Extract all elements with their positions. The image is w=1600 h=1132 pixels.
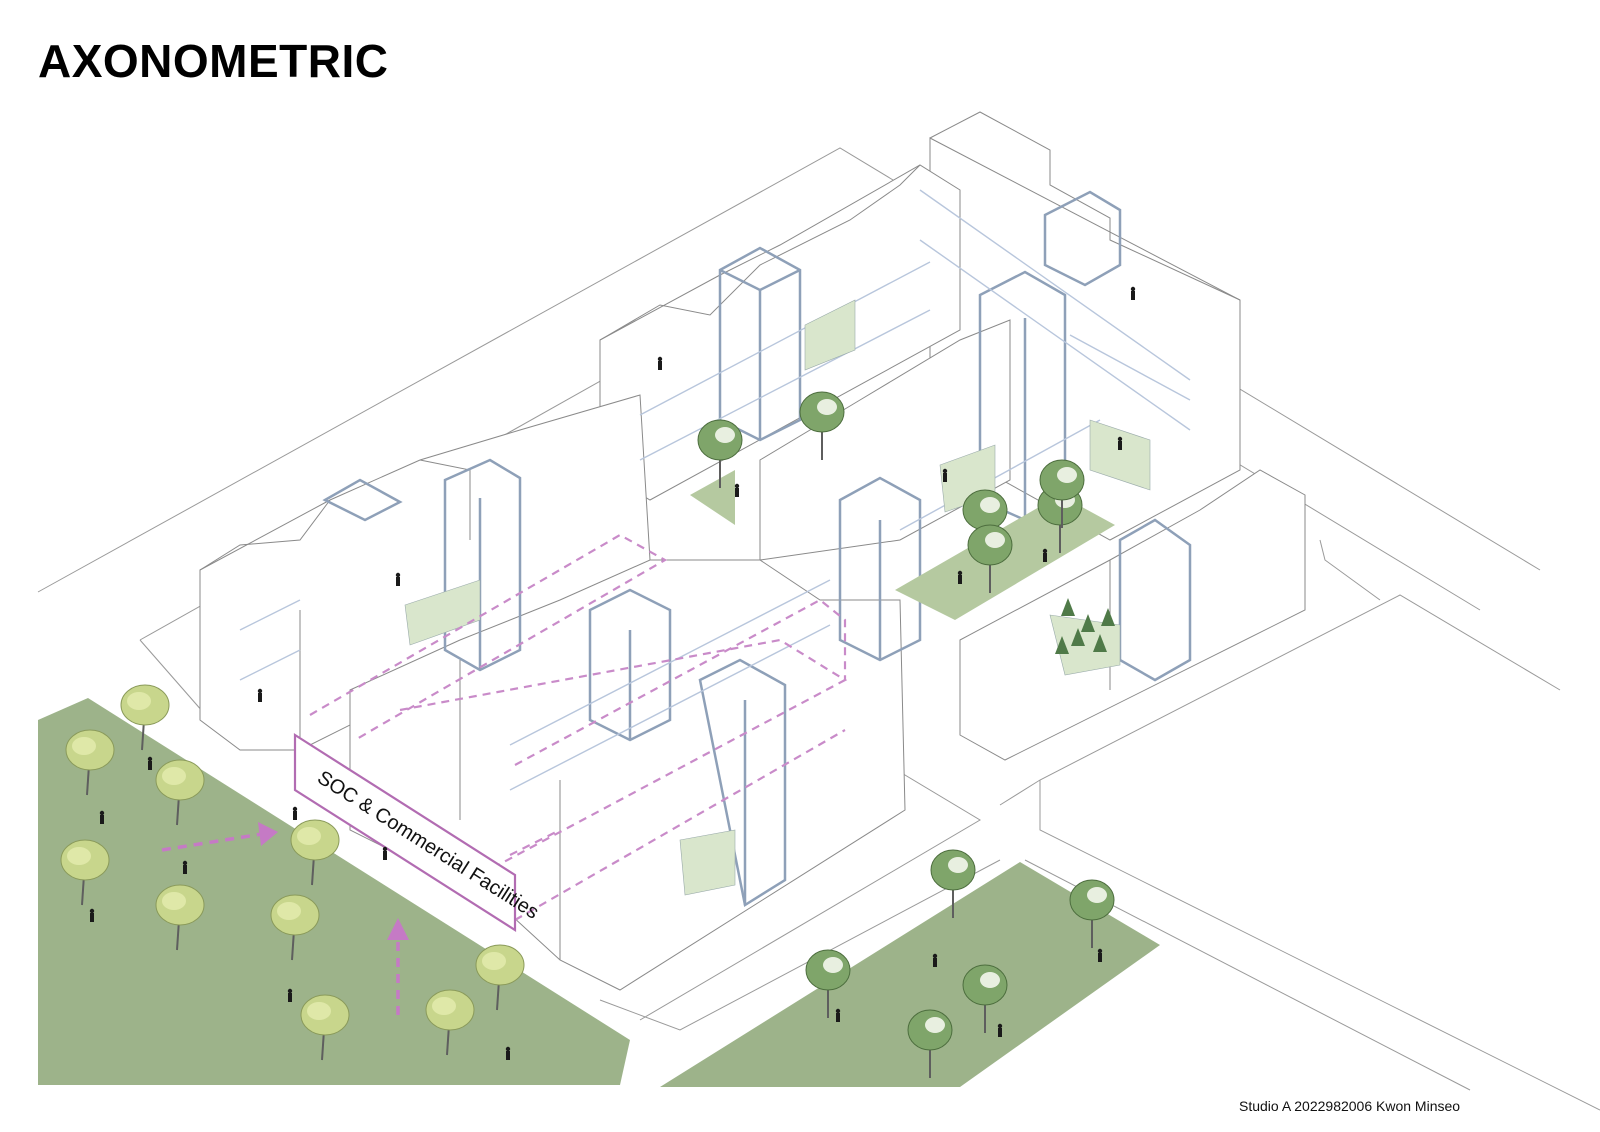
- park-lawn-right: [660, 862, 1160, 1087]
- person-figure: [997, 1023, 1003, 1037]
- person-figure: [1117, 436, 1123, 450]
- person-figure: [734, 483, 740, 497]
- park-tree: [155, 759, 205, 826]
- person-figure: [957, 570, 963, 584]
- credit-text: Studio A 2022982006 Kwon Minseo: [1239, 1098, 1461, 1114]
- pine-tree: [1071, 628, 1085, 646]
- courtyard-tree: [930, 849, 976, 918]
- person-figure: [89, 908, 95, 922]
- soc-dashed-outline: [309, 533, 848, 921]
- park-tree: [290, 819, 340, 886]
- park-tree: [60, 839, 110, 906]
- person-figure: [382, 846, 388, 860]
- pine-tree: [1093, 634, 1107, 652]
- person-figure: [1130, 286, 1136, 300]
- person-figure: [292, 806, 298, 820]
- person-figure: [287, 988, 293, 1002]
- park-tree: [120, 684, 170, 751]
- person-figure: [147, 756, 153, 770]
- person-figure: [99, 810, 105, 824]
- page-title: AXONOMETRIC: [38, 35, 389, 87]
- courtyard-tree: [1069, 879, 1115, 948]
- park-tree: [425, 989, 475, 1056]
- park-tree: [155, 884, 205, 951]
- courtyard-tree: [697, 419, 743, 488]
- courtyard-tree: [799, 391, 845, 460]
- galleries: [239, 189, 1191, 791]
- park-tree: [65, 729, 115, 796]
- person-figure: [257, 688, 263, 702]
- park-tree: [475, 944, 525, 1011]
- park-tree: [270, 894, 320, 961]
- pine-tree: [1081, 614, 1095, 632]
- courtyard-tree: [805, 949, 851, 1018]
- pine-tree: [1061, 598, 1075, 616]
- courtyard-tree: [907, 1009, 953, 1078]
- person-figure: [932, 953, 938, 967]
- person-figure: [505, 1046, 511, 1060]
- pine-tree: [1101, 608, 1115, 626]
- courtyard-tree: [962, 489, 1008, 558]
- park-tree: [300, 994, 350, 1061]
- person-figure: [835, 1008, 841, 1022]
- person-figure: [395, 572, 401, 586]
- pine-tree: [1055, 636, 1069, 654]
- building-masses: [199, 111, 1306, 991]
- trees: [60, 391, 1115, 1078]
- people: [89, 286, 1136, 1060]
- person-figure: [182, 860, 188, 874]
- person-figure: [942, 468, 948, 482]
- courtyard-tree: [962, 964, 1008, 1033]
- person-figure: [657, 356, 663, 370]
- person-figure: [1097, 948, 1103, 962]
- person-figure: [1042, 548, 1048, 562]
- circulation-arrows: [161, 822, 409, 1015]
- courtyard-tree: [1039, 459, 1085, 528]
- courtyard-tree: [967, 524, 1013, 593]
